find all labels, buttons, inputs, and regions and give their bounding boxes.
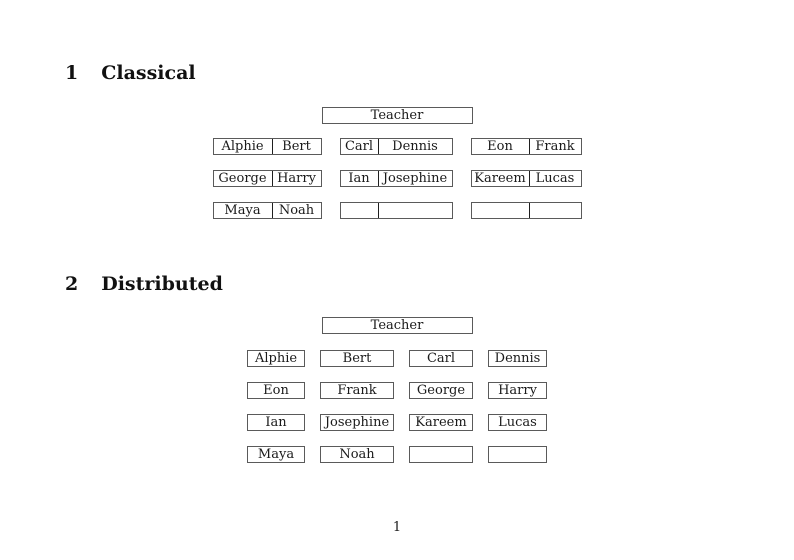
desk-cell: Harry [277, 171, 316, 186]
desk-pair: Kareem Lucas [470, 170, 582, 187]
section-title: Distributed [101, 273, 223, 295]
desk-pair: Carl Dennis [339, 138, 453, 155]
classical-row-1: Alphie Bert Carl Dennis Eon Frank [0, 138, 794, 155]
desk-pair-empty [470, 202, 582, 219]
seat-box: Bert [320, 350, 394, 367]
seat-box: Frank [320, 382, 394, 399]
page-number: 1 [392, 520, 402, 535]
desk-cell [341, 203, 379, 218]
distributed-row-3: Ian Josephine Kareem Lucas [0, 414, 794, 431]
seat-box: Dennis [488, 350, 547, 367]
distributed-row-4: Maya Noah [0, 446, 794, 463]
seat-box-empty [409, 446, 473, 463]
classical-teacher-row: Teacher [0, 107, 794, 124]
section-number: 2 [65, 273, 79, 295]
desk-pair: Eon Frank [470, 138, 582, 155]
seat-box: Josephine [320, 414, 394, 431]
desk-cell: Lucas [535, 171, 575, 186]
desk-cell: Alphie [214, 139, 273, 154]
seat-box: Ian [247, 414, 305, 431]
distributed-row-2: Eon Frank George Harry [0, 382, 794, 399]
section-title: Classical [101, 62, 196, 84]
desk-pair: Alphie Bert [212, 138, 322, 155]
classical-row-3: Maya Noah [0, 202, 794, 219]
desk-cell [379, 203, 452, 218]
distributed-teacher-row: Teacher [0, 317, 794, 334]
seat-box: Noah [320, 446, 394, 463]
seat-box: Alphie [247, 350, 305, 367]
desk-cell: Maya [214, 203, 273, 218]
desk-cell: Josephine [382, 171, 448, 186]
seat-box: Maya [247, 446, 305, 463]
desk-cell: Kareem [472, 171, 530, 186]
section-heading-classical: 1 Classical [65, 62, 196, 84]
desk-cell: Eon [472, 139, 530, 154]
desk-cell: George [214, 171, 273, 186]
seat-box: George [409, 382, 473, 399]
desk-pair: George Harry [212, 170, 322, 187]
seat-box: Harry [488, 382, 547, 399]
section-number: 1 [65, 62, 79, 84]
seat-box: Carl [409, 350, 473, 367]
desk-cell: Noah [278, 203, 315, 218]
classical-row-2: George Harry Ian Josephine Kareem Lucas [0, 170, 794, 187]
desk-pair: Maya Noah [212, 202, 322, 219]
desk-pair: Ian Josephine [339, 170, 453, 187]
seat-box: Eon [247, 382, 305, 399]
desk-cell: Bert [282, 139, 311, 154]
desk-pair-empty [339, 202, 453, 219]
seat-box-empty [488, 446, 547, 463]
seat-box: Kareem [409, 414, 473, 431]
desk-cell: Carl [341, 139, 379, 154]
distributed-row-1: Alphie Bert Carl Dennis [0, 350, 794, 367]
teacher-box: Teacher [321, 317, 473, 334]
teacher-box: Teacher [321, 107, 473, 124]
section-heading-distributed: 2 Distributed [65, 273, 223, 295]
seat-box: Lucas [488, 414, 547, 431]
desk-cell: Ian [341, 171, 379, 186]
desk-cell [472, 203, 530, 218]
desk-cell: Frank [535, 139, 575, 154]
desk-cell: Dennis [392, 139, 438, 154]
desk-cell [530, 203, 581, 218]
